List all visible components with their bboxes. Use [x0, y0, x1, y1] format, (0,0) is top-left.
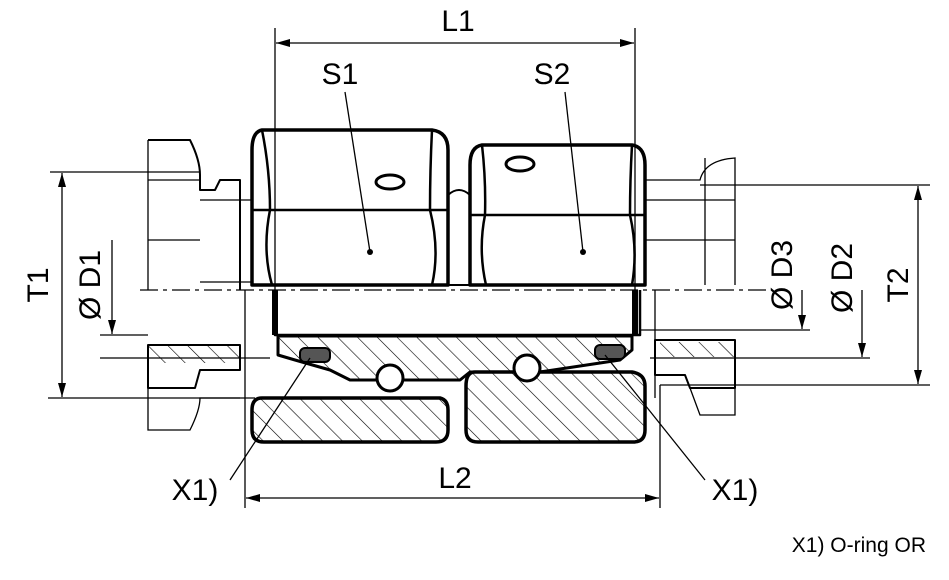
label-l1: L1	[441, 5, 474, 38]
label-s1: S1	[322, 58, 359, 91]
o-ring-note: X1) O-ring OR	[792, 534, 926, 557]
nut-s1	[250, 128, 450, 287]
label-d2: Ø D2	[826, 243, 859, 313]
label-t1: T1	[22, 267, 55, 302]
label-t2: T2	[882, 267, 915, 302]
o-ring-left	[299, 347, 331, 363]
leader-x1-left	[229, 357, 311, 481]
nut-s2	[468, 143, 647, 287]
dimension-d2: Ø D2	[826, 243, 866, 357]
label-x1-left: X1)	[172, 474, 219, 507]
right-connector-stub	[645, 157, 736, 416]
center-neck	[447, 189, 471, 286]
leader-x1-right	[604, 354, 706, 481]
dimension-l2: L2	[244, 385, 661, 508]
leader-s1	[344, 91, 371, 253]
dimension-d3: Ø D3	[766, 240, 806, 329]
dimension-l1: L1	[274, 5, 636, 290]
label-d1: Ø D1	[74, 250, 107, 320]
dimension-t2: T2	[882, 186, 922, 384]
section-view	[244, 290, 656, 444]
o-ring-right	[594, 344, 626, 360]
label-s2: S2	[534, 58, 571, 91]
label-l2: L2	[438, 462, 471, 495]
dimension-d1: Ø D1	[74, 240, 116, 334]
left-connector-stub	[147, 139, 255, 431]
label-x1-right: X1)	[712, 474, 759, 507]
dimension-t1: T1	[22, 173, 66, 397]
leader-s2	[564, 91, 584, 253]
label-d3: Ø D3	[766, 240, 799, 310]
